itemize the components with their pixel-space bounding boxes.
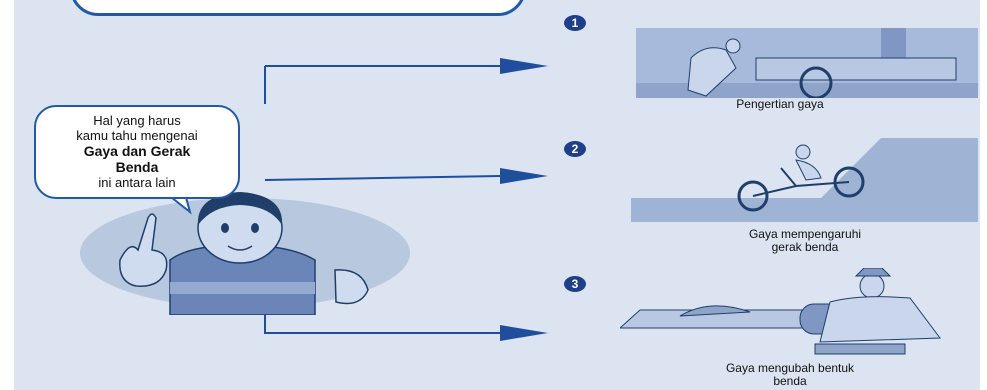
bubble-bold-line-1: Gaya dan Gerak — [83, 143, 191, 159]
caption-3-line-1: Gaya mengubah bentuk — [725, 361, 855, 375]
caption-3: Gaya mengubah bentuk benda — [640, 362, 940, 388]
scene-pushing-cart — [636, 28, 978, 98]
boy-illustration — [119, 192, 369, 315]
arrow-3 — [500, 325, 548, 341]
caption-3-line-2: benda — [773, 374, 807, 388]
scene-bicycle — [631, 138, 978, 222]
connector-middle — [264, 175, 501, 181]
caption-1: Pengertian gaya — [736, 97, 824, 111]
number-badge-1: 1 — [564, 15, 586, 31]
caption-2-line-2: gerak benda — [771, 240, 839, 254]
bubble-line-3: ini antara lain — [98, 175, 176, 190]
arrow-1 — [500, 58, 548, 74]
caption-2: Gaya mempengaruhi gerak benda — [660, 228, 950, 254]
number-badge-2: 2 — [564, 141, 586, 157]
bubble-bold-line-2: Benda — [115, 159, 159, 175]
connector-bottom — [264, 310, 500, 334]
speech-bubble: Hal yang harus kamu tahu mengenai Gaya d… — [34, 105, 240, 199]
arrow-2 — [500, 168, 548, 184]
connector-top — [264, 65, 500, 104]
bubble-line-2: kamu tahu mengenai — [76, 128, 198, 143]
bubble-line-1: Hal yang harus — [93, 113, 181, 128]
caption-2-line-1: Gaya mempengaruhi — [748, 227, 862, 241]
scene-sculptor — [620, 268, 978, 360]
number-badge-3: 3 — [564, 276, 586, 292]
